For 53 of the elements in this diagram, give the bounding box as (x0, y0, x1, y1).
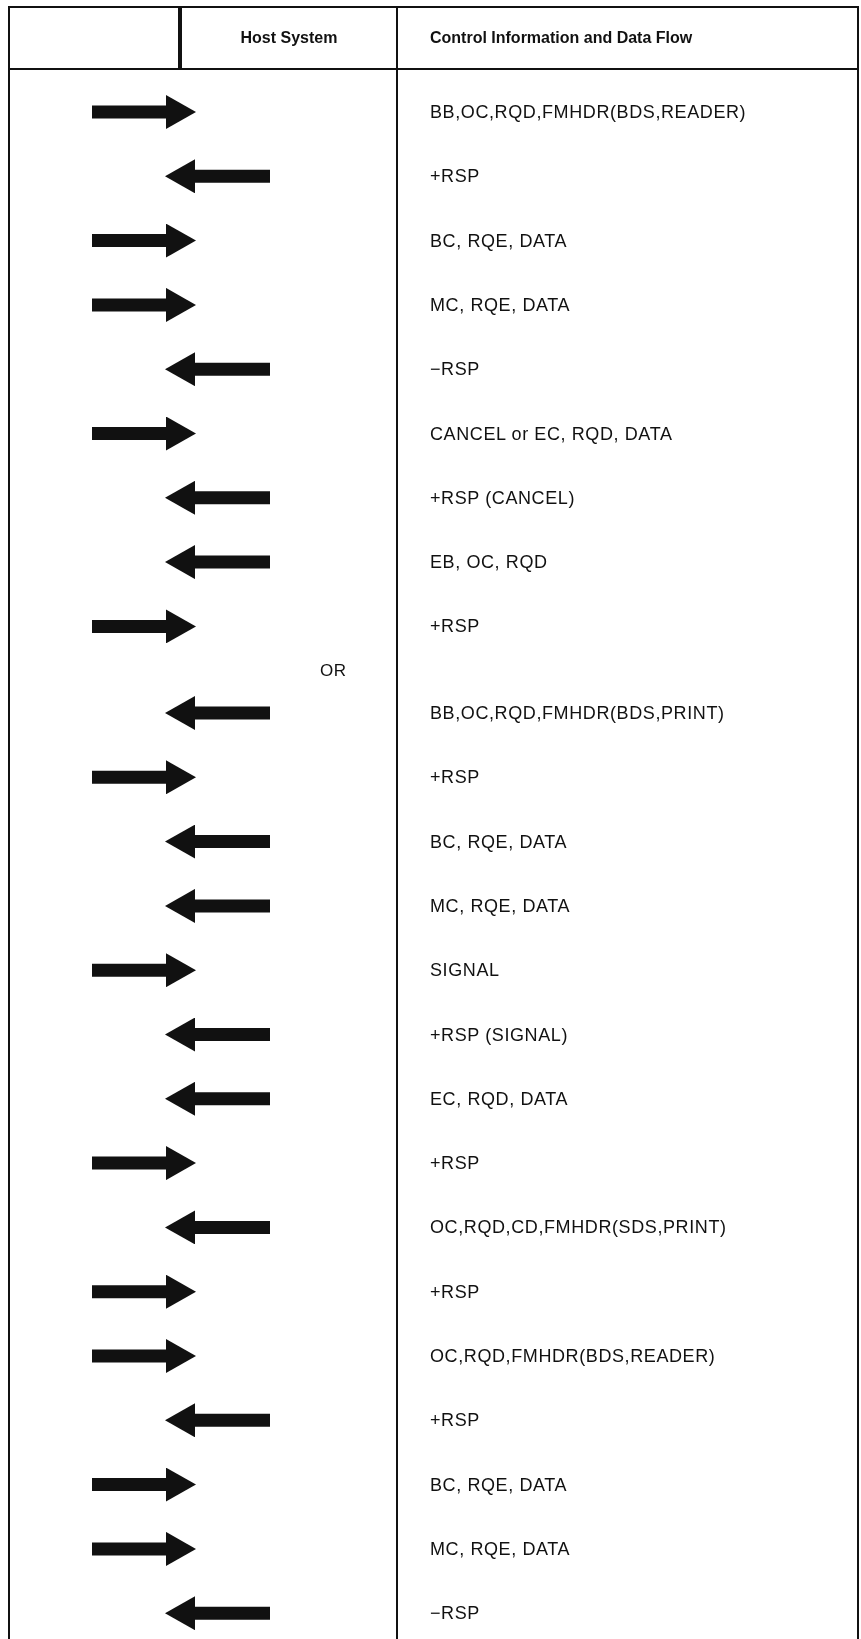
row-text: EC, RQD, DATA (430, 1088, 569, 1110)
arrow (165, 1017, 270, 1052)
row-text: +RSP (430, 766, 480, 788)
row-text: CANCEL or EC, RQD, DATA (430, 423, 673, 444)
arrow (165, 480, 270, 515)
arrow (92, 1274, 196, 1309)
column-heading: Host System (240, 29, 338, 47)
row-text: BC, RQE, DATA (430, 230, 568, 252)
arrow (165, 352, 270, 387)
arrow (165, 888, 270, 923)
arrow (92, 1467, 196, 1502)
arrow (92, 287, 196, 322)
row-text: BB,OC,RQD,FMHDR(BDS,READER) (430, 101, 747, 123)
row-text: +RSP (430, 1409, 480, 1431)
row-text: MC, RQE, DATA (430, 294, 571, 316)
row-text: +RSP (SIGNAL) (430, 1024, 568, 1045)
arrow (165, 159, 270, 194)
arrow (92, 760, 196, 795)
row-text: +RSP (430, 165, 480, 187)
row-text: OC,RQD,CD,FMHDR(SDS,PRINT) (430, 1216, 727, 1238)
arrow (92, 1531, 196, 1566)
arrow (92, 1146, 196, 1181)
arrow (92, 1339, 196, 1373)
arrow (165, 1403, 270, 1438)
table-column (396, 6, 859, 1639)
column-heading: Control Information and Data Flow (430, 29, 693, 47)
table-column (8, 6, 180, 1639)
row-text: BB,OC,RQD,FMHDR(BDS,PRINT) (430, 702, 725, 724)
row-text: +RSP (430, 615, 480, 637)
row-text: OC,RQD,FMHDR(BDS,READER) (430, 1345, 716, 1367)
row-text: +RSP (430, 1281, 480, 1303)
row-text: EB, OC, RQD (430, 551, 548, 573)
row-text: −RSP (430, 1602, 480, 1624)
row-text: MC, RQE, DATA (430, 895, 571, 917)
row-text: −RSP (430, 358, 480, 380)
arrow (165, 1081, 270, 1116)
arrow (92, 416, 196, 451)
row-text: BC, RQE, DATA (430, 831, 568, 853)
arrow (165, 545, 270, 580)
arrow (165, 1596, 270, 1631)
arrow (92, 223, 196, 258)
arrow (165, 1210, 270, 1245)
row-text: BC, RQE, DATA (430, 1474, 568, 1496)
arrow (92, 95, 196, 129)
arrow (165, 824, 270, 859)
row-text: +RSP (430, 1152, 480, 1174)
arrow (165, 696, 270, 730)
row-text: +RSP (CANCEL) (430, 487, 575, 509)
row-text: SIGNAL (430, 959, 500, 981)
arrow (92, 953, 196, 988)
note-label: OR (320, 661, 347, 681)
row-text: MC, RQE, DATA (430, 1538, 571, 1560)
arrow (92, 609, 196, 644)
